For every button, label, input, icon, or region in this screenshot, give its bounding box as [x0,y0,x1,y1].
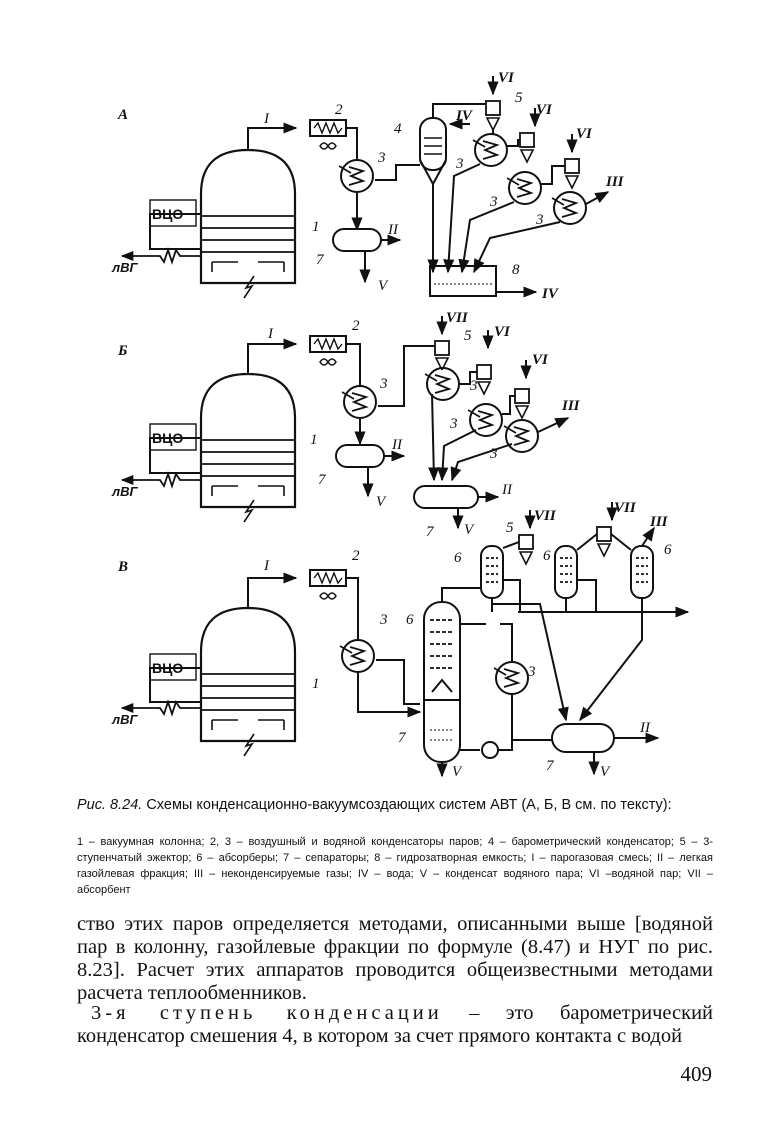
label-1: 1 [312,219,320,235]
figure-number: Рис. 8.24. [77,797,143,813]
label-7: 7 [318,472,327,488]
label-6: 6 [406,612,414,628]
label-V: V [378,278,389,294]
label-7: 7 [316,252,325,268]
figure-legend: 1 – вакуумная колонна; 2, 3 – воздушный … [77,836,713,896]
label-6: 6 [664,542,672,558]
panel-letter: В [117,559,128,575]
process-schematic: А ВЦО лВГ 1 I 2 3 7 II V 4 IV VI 5 [111,70,690,780]
label-3: 3 [449,416,458,432]
figure-title: Схемы конденсационно-вакуумсоздающих сис… [146,797,672,813]
label-2: 2 [352,318,360,334]
label-5: 5 [506,520,514,536]
lvg-label: лВГ [111,712,138,727]
label-V: V [600,764,611,780]
label-5: 5 [464,328,472,344]
label-II: II [501,482,513,498]
label-VII: VII [446,310,469,326]
label-3: 3 [535,212,544,228]
lvg-label: лВГ [111,484,138,499]
label-VI: VI [532,352,549,368]
label-V: V [464,522,475,538]
label-7: 7 [546,758,555,774]
label-4: 4 [394,121,402,137]
label-VI: VI [576,126,593,142]
paragraph-2-lead: 3-я ступень конденсации [91,1002,443,1024]
label-I: I [263,111,270,127]
label-3: 3 [379,376,388,392]
label-3: 3 [379,612,388,628]
label-VI: VI [536,102,553,118]
label-I: I [267,326,274,342]
label-II: II [387,222,399,238]
label-3: 3 [455,156,464,172]
label-VII: VII [614,500,637,516]
label-IV: IV [455,108,474,124]
label-3: 3 [377,150,386,166]
label-III: III [605,174,625,190]
label-1: 1 [310,432,318,448]
label-6: 6 [543,548,551,564]
label-III: III [561,398,581,414]
label-6: 6 [454,550,462,566]
label-3: 3 [489,194,498,210]
label-3: 3 [489,446,498,462]
lvg-label: лВГ [111,260,138,275]
paragraph-2-rest: – это барометрический конденсатор смешен… [77,1002,714,1047]
panel-a: А ВЦО лВГ 1 I 2 3 7 II V 4 IV VI 5 [111,70,625,302]
panel-v: В ВЦО лВГ 1 I 2 3 6 7 V 3 [111,500,690,780]
label-V: V [376,494,387,510]
label-7: 7 [398,730,407,746]
panel-b: Б ВЦО лВГ 1 I 2 3 7 II V VII 5 VI 3 3 [111,310,581,540]
label-1: 1 [312,676,320,692]
label-III: III [649,514,669,530]
label-VI: VI [494,324,511,340]
label-3: 3 [527,664,536,680]
page-number: 409 [680,1062,713,1086]
label-VI: VI [498,70,515,86]
label-8: 8 [512,262,520,278]
label-V: V [452,764,463,780]
figure-caption: Рис. 8.24. Схемы конденсационно-вакуумсо… [77,796,713,814]
label-IV: IV [541,286,560,302]
label-7: 7 [426,524,435,540]
label-2: 2 [352,548,360,564]
label-5: 5 [515,90,523,106]
body-paragraph-2: 3-я ступень конденсации – это барометрич… [77,1002,713,1048]
panel-letter: Б [117,343,128,359]
body-paragraph-1: ство этих паров определяется методами, о… [77,913,713,1004]
panel-letter: А [117,107,128,123]
label-VII: VII [534,508,557,524]
label-3: 3 [469,378,478,394]
label-II: II [639,720,651,736]
label-I: I [263,558,270,574]
label-II: II [391,437,403,453]
label-2: 2 [335,102,343,118]
figure-8-24: А ВЦО лВГ 1 I 2 3 7 II V 4 IV VI 5 [111,70,690,780]
